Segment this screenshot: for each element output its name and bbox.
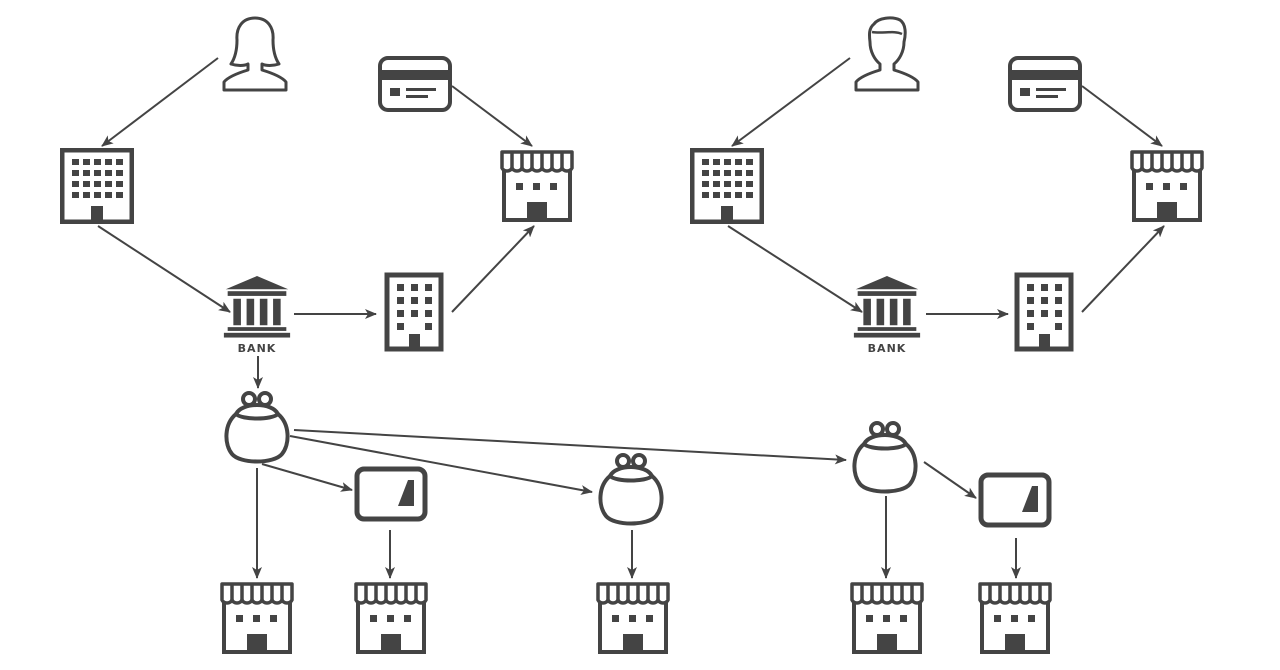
edge-purse-main-to-prepaid-card-left bbox=[261, 463, 353, 492]
storefront-icon bbox=[596, 582, 670, 654]
storefront-icon bbox=[220, 582, 294, 654]
bank-label: BANK bbox=[868, 342, 907, 355]
prepaid-card-icon bbox=[981, 475, 1049, 525]
bank-label: BANK bbox=[238, 342, 277, 355]
apartment-building-icon bbox=[387, 275, 441, 349]
storefront-icon bbox=[500, 150, 574, 222]
storefront-icon bbox=[1130, 150, 1204, 222]
edge-building-left-to-shop-left-top bbox=[451, 225, 535, 313]
man-icon bbox=[854, 16, 920, 92]
edge-card-right-to-shop-right-top bbox=[1081, 85, 1163, 147]
prepaid-card-icon bbox=[357, 469, 425, 519]
credit-card-icon bbox=[1008, 56, 1082, 112]
storefront-icon bbox=[354, 582, 428, 654]
edge-office-left-to-bank-left bbox=[97, 225, 231, 313]
bank-icon bbox=[853, 276, 921, 338]
edge-purse-main-to-purse-right bbox=[293, 429, 847, 465]
edge-woman-to-office-left bbox=[101, 57, 219, 147]
edges-group bbox=[97, 57, 1165, 579]
storefront-icon bbox=[850, 582, 924, 654]
edge-man-to-office-right bbox=[731, 57, 851, 147]
credit-card-icon bbox=[378, 56, 452, 112]
woman-icon bbox=[222, 16, 288, 92]
coin-purse-icon bbox=[224, 391, 290, 464]
edge-purse-right-to-prepaid-card-right bbox=[923, 461, 977, 499]
edge-building-right-to-shop-right-top bbox=[1081, 225, 1165, 313]
office-building-icon bbox=[62, 150, 132, 222]
storefront-icon bbox=[978, 582, 1052, 654]
office-building-icon bbox=[692, 150, 762, 222]
coin-purse-icon bbox=[852, 421, 918, 494]
coin-purse-icon bbox=[598, 453, 664, 526]
edge-card-left-to-shop-left-top bbox=[451, 85, 533, 147]
apartment-building-icon bbox=[1017, 275, 1071, 349]
edge-purse-main-to-purse-middle bbox=[289, 435, 593, 495]
bank-icon bbox=[223, 276, 291, 338]
edge-office-right-to-bank-right bbox=[727, 225, 863, 313]
